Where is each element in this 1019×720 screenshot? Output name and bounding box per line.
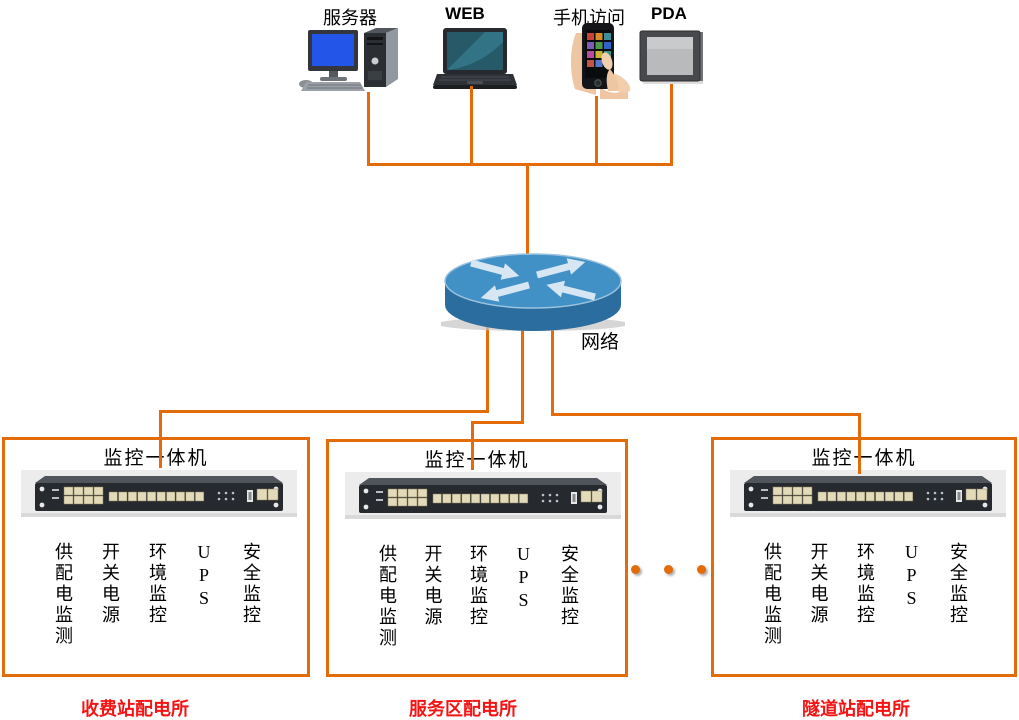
station-title: 监控一体机 [424, 450, 530, 471]
module-ups: UPS [901, 542, 922, 611]
client-bus-line [367, 163, 673, 166]
module-switch-power: 开关电源 [100, 542, 120, 626]
branch-left-stub-line [486, 322, 489, 413]
branch-right-drop-line [858, 413, 861, 474]
branch-mid-h-line [471, 421, 524, 424]
connector-pda-line [670, 84, 673, 166]
caption-toll-station: 收费站配电所 [81, 699, 189, 719]
module-security: 安全监控 [241, 542, 261, 626]
module-power-distribution: 供配电监测 [377, 544, 397, 649]
dot [697, 565, 706, 574]
continuation-dots [631, 565, 706, 574]
module-list: 供配电监测 开关电源 环境监控 UPS 安全监控 [717, 542, 1011, 647]
connector-server-line [367, 92, 370, 166]
smartphone-hand-icon [570, 23, 631, 99]
branch-mid-stub-line [521, 322, 524, 424]
branch-mid-drop-line [471, 421, 474, 470]
module-environment: 环境监控 [147, 542, 167, 626]
branch-left-drop-line [159, 410, 162, 468]
module-switch-power: 开关电源 [422, 544, 443, 628]
module-environment: 环境监控 [468, 544, 488, 628]
module-switch-power: 开关电源 [808, 542, 829, 626]
module-security: 安全监控 [948, 542, 968, 626]
module-security: 安全监控 [559, 544, 579, 628]
station-box-tunnel: 监控一体机 供配电监测 开关电源 环境监控 UPS 安全监控 [711, 437, 1017, 677]
connector-web-line [470, 86, 473, 166]
network-label: 网络 [581, 332, 620, 353]
branch-left-h-line [159, 410, 489, 413]
module-list: 供配电监测 开关电源 环境监控 UPS 安全监控 [8, 542, 304, 647]
client-label-web: WEB [445, 4, 485, 23]
module-power-distribution: 供配电监测 [762, 542, 782, 647]
router-drop-line [526, 163, 529, 255]
desktop-server-icon [299, 28, 398, 91]
rack-server-icon [344, 472, 622, 522]
station-title: 监控一体机 [103, 448, 209, 469]
dot [664, 565, 673, 574]
module-ups: UPS [194, 542, 214, 611]
station-box-service-area: 监控一体机 供配电监测 开关电源 环境监控 UPS 安全监控 [326, 439, 628, 677]
caption-tunnel-station: 隧道站配电所 [802, 699, 910, 719]
router-icon [441, 253, 625, 331]
module-environment: 环境监控 [855, 542, 875, 626]
module-power-distribution: 供配电监测 [53, 542, 73, 647]
rack-server-icon [729, 470, 1007, 520]
connector-mobile-line [595, 96, 598, 166]
dot [631, 565, 640, 574]
client-label-server: 服务器 [323, 8, 377, 28]
station-title: 监控一体机 [811, 448, 917, 469]
pda-icon [639, 30, 703, 84]
station-box-toll: 监控一体机 供配电监测 开关电源 环境监控 UPS 安全监控 [2, 437, 310, 677]
caption-service-area: 服务区配电所 [409, 699, 517, 719]
branch-right-stub-line [551, 322, 554, 416]
rack-server-icon [20, 470, 298, 520]
branch-right-h-line [551, 413, 861, 416]
module-ups: UPS [513, 544, 534, 613]
client-label-pda: PDA [651, 4, 687, 23]
laptop-icon [433, 28, 517, 89]
module-list: 供配电监测 开关电源 环境监控 UPS 安全监控 [332, 544, 622, 649]
